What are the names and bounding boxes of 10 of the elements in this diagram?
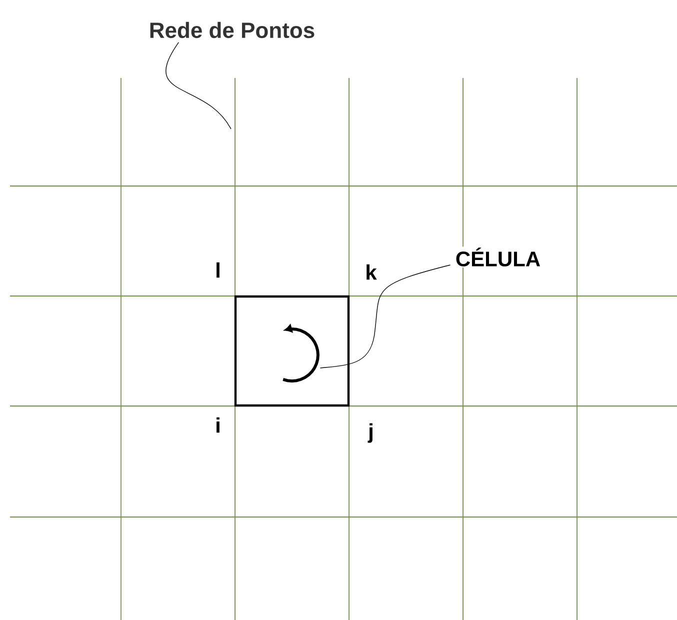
leader-line	[320, 264, 451, 368]
corner-label: j	[368, 423, 372, 443]
corner-label: l	[216, 262, 220, 278]
cell-square	[234, 295, 350, 407]
cell-caption: CÉLULA	[454, 246, 542, 268]
leader-line	[166, 42, 232, 130]
rotation-arrow	[282, 324, 320, 382]
corner-label: i	[216, 417, 220, 433]
grid-caption: Rede de Pontos	[150, 22, 314, 38]
corner-label: k	[366, 264, 377, 280]
